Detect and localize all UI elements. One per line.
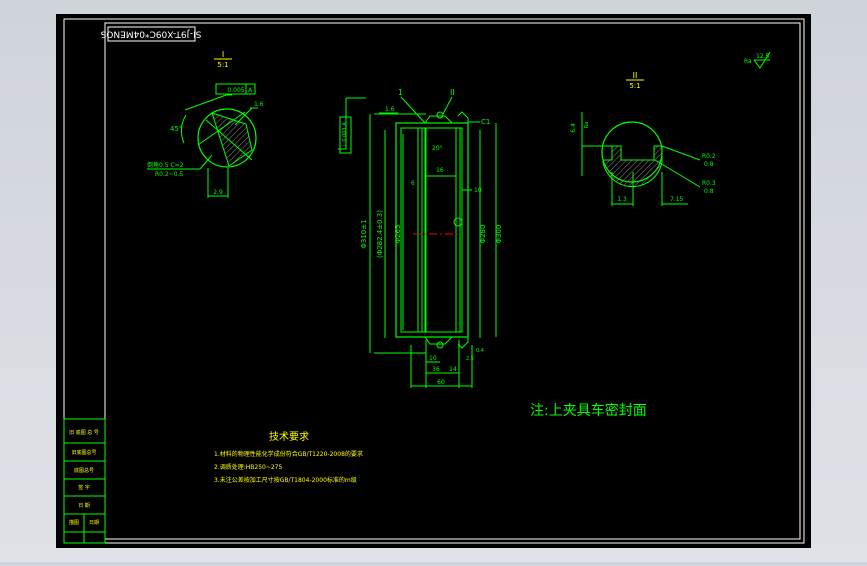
dim-d-od: Φ300	[495, 225, 503, 244]
detail-II-scale: 5:1	[629, 82, 640, 90]
main-tol-box: ⊥ 0.003 A	[342, 122, 348, 148]
drawing-number-box: SI-J9T-X09C*04MENOS	[100, 26, 201, 42]
tech-requirement-item: 3.未注公差按加工尺寸按GB/T1804-2000标准的m级	[214, 476, 357, 484]
drawing-canvas[interactable]	[56, 14, 811, 548]
main-detail-ref: II	[450, 88, 455, 97]
detail-I-ref: A	[248, 87, 253, 94]
detail-II-ra1: Ra	[584, 122, 590, 128]
detail-I-chamfer2: R0.2~0.5	[155, 171, 183, 178]
side-table-row: 旧底图总号	[71, 449, 96, 456]
side-table-footer: 描图	[69, 519, 79, 526]
detail-I: I 5:1 0.005 A 45° 1.6 倒角0.5 C=2 R0.2~0.5…	[147, 50, 264, 198]
main-datum-id: 1	[398, 88, 403, 97]
side-table-row: 日 期	[78, 503, 90, 509]
dim-d-mid: (Φ282.4±0.3)	[376, 210, 384, 258]
detail-I-scale: 5:1	[217, 61, 228, 69]
corner-roughness-value: 12.5	[756, 53, 770, 60]
dim-ra-small: 0.4	[476, 348, 484, 354]
ring-outer-section	[395, 122, 469, 338]
main-view: Φ310±1 (Φ282.4±0.3) Φ265 Φ280 Φ300 1 II …	[338, 88, 503, 388]
tech-requirement-item: 2.调质处理:HB250~275	[214, 463, 282, 471]
detail-I-tol: 0.005	[227, 87, 244, 94]
dim-total-w: 60	[437, 379, 445, 386]
dim-w2: 14	[449, 366, 457, 373]
side-table-row: 签 字	[78, 484, 90, 491]
detail-II-r1: R0.2	[702, 153, 716, 160]
side-table-row: 底图总号	[74, 467, 94, 474]
dim-wa: 2.5	[466, 356, 474, 362]
detail-I-chamfer1: 倒角0.5 C=2	[147, 161, 184, 169]
dim-w1: 36	[432, 366, 440, 373]
detail-II-dimc: 1.3	[617, 196, 627, 203]
detail-II-ra3: 0.8	[704, 188, 714, 195]
detail-II-label: II	[633, 71, 638, 80]
detail-II: II 5:1 6.4 Ra R0.2 0.8 R0.3 0.8 1.3 7.15	[570, 71, 716, 206]
side-table-footer: 日期	[89, 520, 99, 526]
detail-II-dimb: 7.15	[670, 196, 684, 203]
dim-gap: 16	[436, 167, 444, 174]
detail-II-dima: 6.4	[570, 123, 577, 133]
detail-I-width: 2.9	[213, 189, 223, 196]
detail-II-r2: R0.3	[702, 180, 716, 187]
drawing-number: SI-J9T-X09C*04MENOS	[100, 29, 201, 39]
detail-I-angle: 45°	[170, 125, 182, 133]
tech-requirements: 技术要求 1.材料的物理性能化学成份符合GB/T1220-2008的要求 2.调…	[214, 430, 363, 484]
dim-depth: 10	[474, 187, 482, 194]
main-roughness: 1.6	[385, 106, 395, 113]
detail-I-label: I	[222, 50, 224, 59]
dim-groove: 10	[429, 355, 437, 362]
detail-I-finish: 1.6	[254, 101, 264, 108]
main-chamfer: C1	[481, 118, 490, 126]
detail-II-ra2: 0.8	[704, 161, 714, 168]
tech-requirement-item: 1.材料的物理性能化学成份符合GB/T1220-2008的要求	[214, 450, 363, 458]
detail-I-circle	[197, 108, 257, 168]
corner-roughness: Ra 12.5	[744, 51, 771, 69]
dim-d-outer: Φ310±1	[360, 219, 368, 248]
corner-roughness-symbol: Ra	[744, 58, 752, 65]
machining-note: 注:上夹具车密封面	[530, 402, 647, 419]
side-title-table	[63, 418, 106, 544]
dim-inner: 6	[411, 180, 415, 187]
side-table-row: 旧 底图 总 号	[69, 429, 99, 436]
main-angle: 20°	[432, 145, 443, 152]
dim-d-bore: Φ265	[394, 225, 402, 244]
dim-d-ring: Φ280	[479, 225, 487, 244]
tech-requirements-title: 技术要求	[269, 430, 309, 443]
drawing-border	[63, 18, 805, 544]
